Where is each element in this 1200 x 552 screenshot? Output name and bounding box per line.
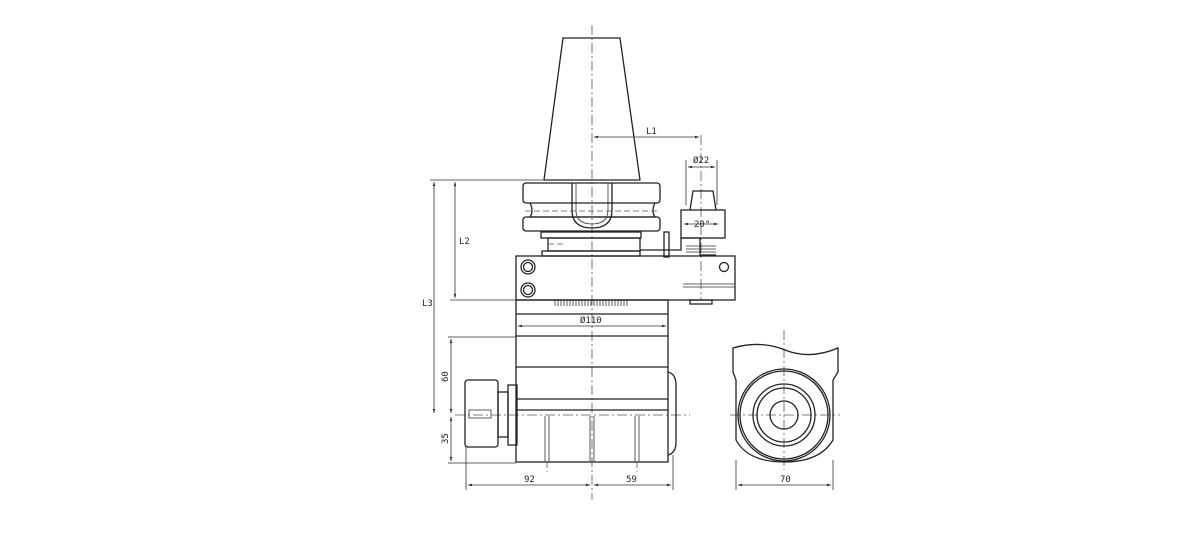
dim-body-dia: Ø110 — [580, 315, 602, 326]
dim-width-left: 92 — [524, 475, 535, 485]
flange — [522, 182, 661, 257]
dim-side-width: 70 — [780, 475, 791, 485]
collet-nut — [464, 379, 518, 448]
dim-l2: L2 — [459, 237, 470, 247]
dim-l3: L3 — [422, 299, 433, 309]
dim-bore-dia: Ø22 — [693, 155, 709, 166]
dim-height-lower: 35 — [441, 433, 451, 444]
dim-l1: L1 — [646, 127, 657, 137]
tool-holder — [680, 190, 726, 239]
head-body — [515, 231, 736, 306]
lower-body — [515, 299, 677, 472]
scale-ticks — [554, 300, 628, 306]
side-view — [732, 343, 839, 463]
dimension-lines — [430, 135, 834, 490]
dim-width-right: 59 — [626, 475, 637, 485]
dim-angle: 20° — [694, 220, 710, 230]
centerlines — [455, 25, 840, 500]
dim-height-upper: 60 — [441, 371, 451, 382]
taper-shank — [543, 37, 641, 181]
